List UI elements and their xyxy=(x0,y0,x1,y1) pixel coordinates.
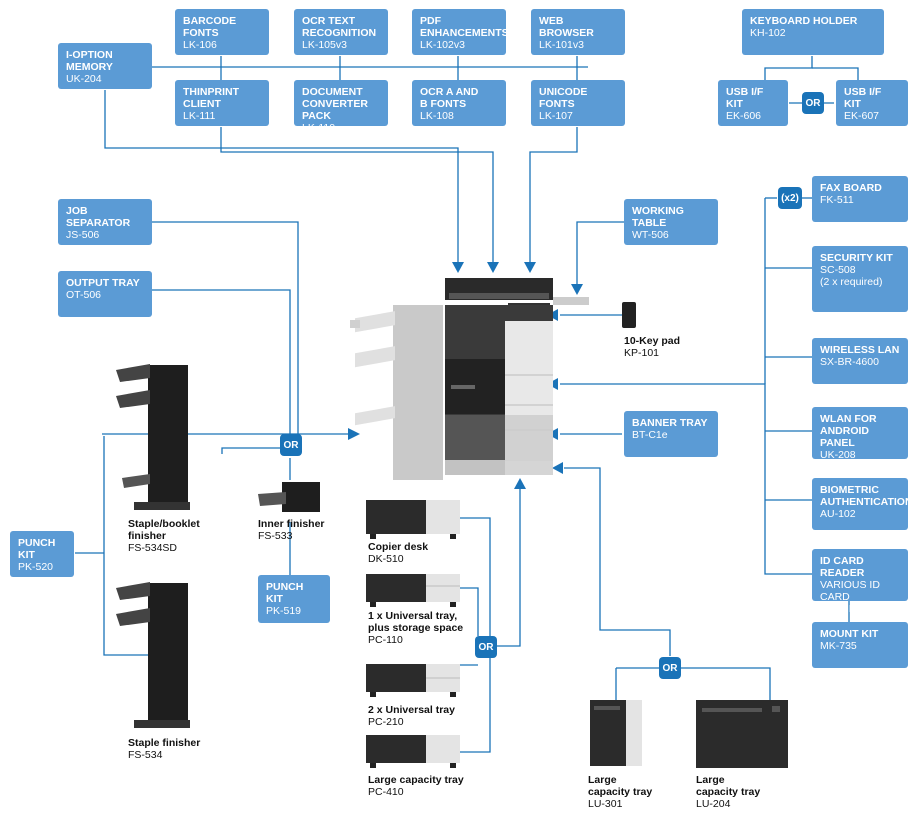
option-security-kit: Security kitSC-508 (2 x required) xyxy=(812,246,908,312)
option-thinprint-client: Thinprint clientLK-111 xyxy=(175,80,269,126)
x2-connector-fax: (x2) xyxy=(778,187,802,209)
option-punch-kit-pk520: Punch kitPK-520 xyxy=(10,531,74,577)
option-banner-tray: Banner trayBT-C1e xyxy=(624,411,718,457)
option-keyboard-holder: Keyboard holderKH-102 xyxy=(742,9,884,55)
large-capacity-tray-lu301-image xyxy=(590,700,642,766)
option-working-table: Working tableWT-506 xyxy=(624,199,718,245)
mfp-main-unit-image xyxy=(350,278,589,480)
option-punch-kit-pk519: Punch kitPK-519 xyxy=(258,575,330,623)
universal-tray-pc210-image xyxy=(366,664,460,697)
staple-finisher-image xyxy=(116,582,190,728)
copier-desk-image xyxy=(366,500,460,539)
option-i-option-memory: i-Option memoryUK-204 xyxy=(58,43,152,89)
large-capacity-tray-pc410-image xyxy=(366,735,460,768)
option-usb-if-kit-ek607: USB I/F kitEK-607 xyxy=(836,80,908,126)
inner-finisher-image xyxy=(258,482,320,512)
option-usb-if-kit-ek606: USB I/F kitEK-606 xyxy=(718,80,788,126)
option-id-card-reader: ID card readerVARIOUS ID CARD TECHNOLOGI… xyxy=(812,549,908,615)
option-job-separator: Job separatorJS-506 xyxy=(58,199,152,245)
large-capacity-tray-lu204-image xyxy=(696,700,788,768)
keypad-image xyxy=(622,302,636,328)
option-ocr-a-b-fonts: OCR A and B fontsLK-108 xyxy=(412,80,506,126)
or-connector-usb: OR xyxy=(802,92,824,114)
option-unicode-fonts: Unicode fontsLK-107 xyxy=(531,80,625,126)
option-document-converter-pack: Document converter packLK-110 xyxy=(294,80,388,134)
option-output-tray: Output trayOT-506 xyxy=(58,271,152,317)
or-connector-large-capacity: OR xyxy=(659,657,681,679)
option-biometric-authentication: Biometric authenticationAU-102 xyxy=(812,478,913,530)
or-connector-paper-cabinets: OR xyxy=(475,636,497,658)
universal-tray-pc110-image xyxy=(366,574,460,607)
or-connector-finishers: OR xyxy=(280,434,302,456)
option-ocr-text-recognition: OCR text recognitionLK-105v3 xyxy=(294,9,388,55)
option-mount-kit: Mount kitMK-735 xyxy=(812,622,908,668)
option-barcode-fonts: Barcode fontsLK-106 xyxy=(175,9,269,55)
option-pdf-enhancements: PDF enhancementsLK-102v3 xyxy=(412,9,509,55)
option-wlan-android-panel: WLAN for Android panelUK-208 xyxy=(812,407,908,461)
option-fax-board: Fax boardFK-511 xyxy=(812,176,908,222)
option-web-browser: Web browserLK-101v3 xyxy=(531,9,625,55)
staple-booklet-finisher-image xyxy=(116,364,190,510)
